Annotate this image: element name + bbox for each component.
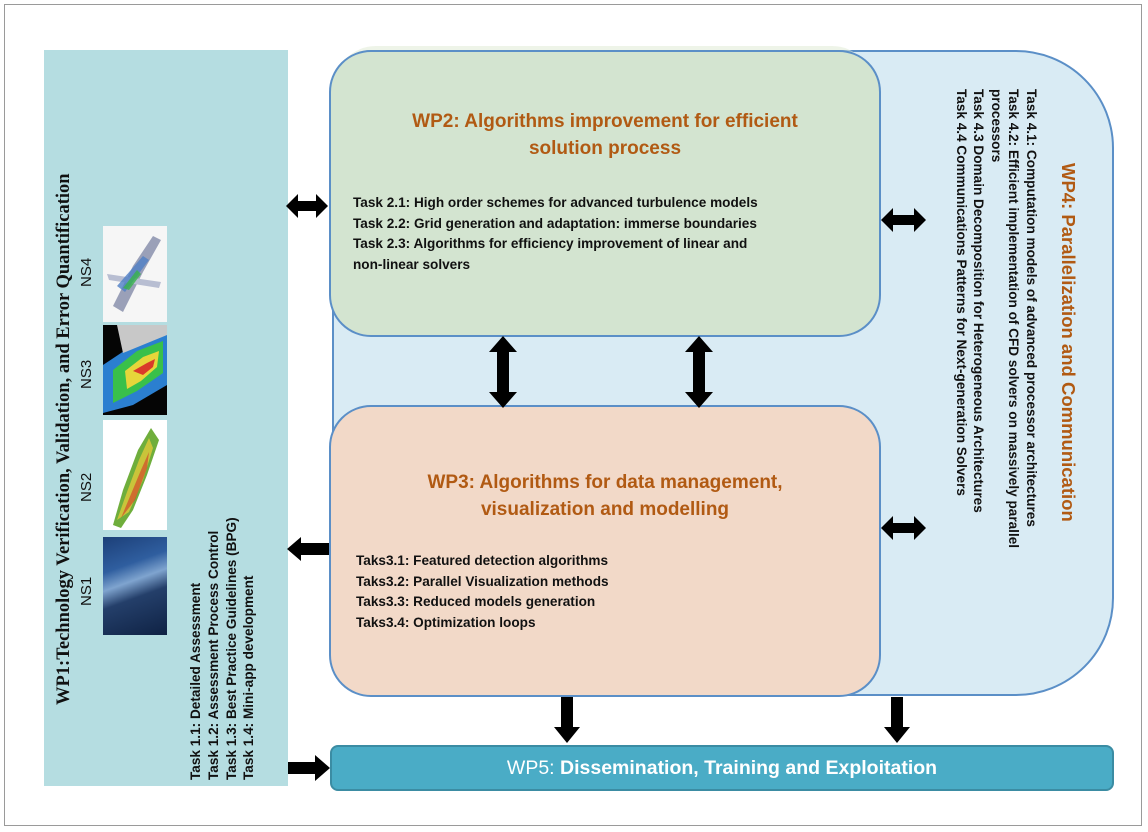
wp2-title-line: WP2: Algorithms improvement for efficien…	[412, 111, 798, 132]
wp2-task: Task 2.3: Algorithms for efficiency impr…	[353, 236, 748, 251]
wp3-title-line: visualization and modelling	[480, 499, 730, 520]
wp2-task: non-linear solvers	[353, 256, 471, 272]
ns1-image	[103, 537, 167, 635]
wp3-to-wp5-arrow	[554, 697, 580, 743]
wp3-wp4-double-arrow	[881, 516, 926, 540]
wp3-task-list: Taks3.1: Featured detection algorithms T…	[356, 551, 609, 633]
wp2-title: WP2: Algorithms improvement for efficien…	[331, 108, 879, 162]
wp3-title-line: WP3: Algorithms for data management,	[427, 472, 783, 493]
wp3-task: Taks3.4: Optimization loops	[356, 614, 536, 630]
ns3-image	[103, 325, 167, 415]
wp3-task: Taks3.2: Parallel Visualization methods	[356, 573, 609, 589]
wp2-task-list: Task 2.1: High order schemes for advance…	[353, 193, 758, 275]
wp3-box: WP3: Algorithms for data management, vis…	[329, 405, 881, 697]
ns2-image	[103, 420, 167, 530]
wp1-wp2-double-arrow	[286, 194, 328, 218]
wp2-wp3-double-arrow-right	[685, 336, 713, 408]
wp5-prefix: WP5:	[506, 757, 561, 779]
wp3-to-wp1-arrow	[287, 537, 329, 561]
wp2-box: WP2: Algorithms improvement for efficien…	[329, 50, 881, 337]
wp3-title: WP3: Algorithms for data management, vis…	[331, 469, 879, 523]
wp2-task: Task 2.1: High order schemes for advance…	[353, 195, 758, 210]
wp1-panel	[44, 50, 288, 786]
wp2-wp3-double-arrow-left	[489, 336, 517, 408]
wp3-task: Taks3.3: Reduced models generation	[356, 594, 596, 609]
wp5-bar: WP5: Dissemination, Training and Exploit…	[330, 745, 1114, 791]
ns4-image	[103, 226, 167, 322]
wp4-to-wp5-arrow	[884, 697, 910, 743]
wp2-task: Task 2.2: Grid generation and adaptation…	[353, 215, 757, 231]
wp1-to-wp5-arrow	[288, 755, 330, 781]
wp5-title: Dissemination, Training and Exploitation	[560, 757, 938, 779]
wp3-task: Taks3.1: Featured detection algorithms	[356, 553, 609, 568]
wp2-wp4-double-arrow	[881, 208, 926, 232]
wp2-title-line: solution process	[528, 138, 682, 159]
figure-frame	[4, 4, 1142, 826]
